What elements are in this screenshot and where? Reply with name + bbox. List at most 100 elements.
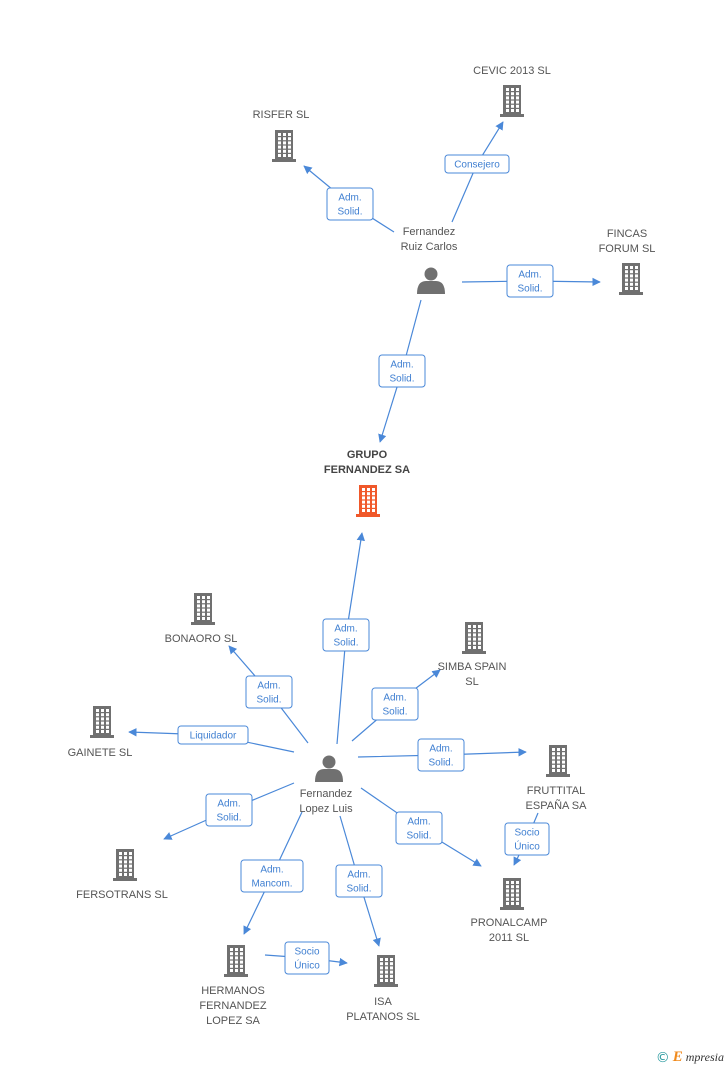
edge-label-box <box>444 154 510 174</box>
edge-label-ruiz-to-grupo[interactable]: Adm.Solid. <box>378 354 426 388</box>
edge-label-text: Solid. <box>337 207 362 218</box>
node-label: PLATANOS SL <box>346 1011 420 1023</box>
edge-label-text: Consejero <box>454 160 500 171</box>
edge-label-box <box>378 354 426 388</box>
edge-label-box <box>245 675 293 709</box>
building-icon <box>500 85 524 117</box>
building-icon <box>619 263 643 295</box>
node-label: Fernandez <box>403 226 456 238</box>
edge-label-text: Solid. <box>333 638 358 649</box>
node-label: FERNANDEZ <box>199 1000 267 1012</box>
node-label: FERSOTRANS SL <box>76 889 168 901</box>
building-icon <box>272 130 296 162</box>
person-icon <box>315 755 343 782</box>
edge-label-lopez-to-isa[interactable]: Adm.Solid. <box>335 864 383 898</box>
node-label: ISA <box>374 996 392 1008</box>
node-gainete[interactable]: GAINETE SL <box>68 706 133 759</box>
node-bonaoro[interactable]: BONAORO SL <box>165 593 238 645</box>
edge-label-text: Solid. <box>428 758 453 769</box>
edge-label-text: Solid. <box>382 707 407 718</box>
building-icon <box>113 849 137 881</box>
edge-label-text: Adm. <box>429 744 452 755</box>
node-label: SL <box>465 676 478 688</box>
edge-label-text: Único <box>514 840 540 853</box>
edge-label-text: Adm. <box>338 193 361 204</box>
edge-label-ruiz-to-cevic[interactable]: Consejero <box>444 154 510 174</box>
brand-logo-initial: E <box>672 1049 683 1065</box>
node-label: Ruiz Carlos <box>401 241 458 253</box>
node-isa[interactable]: ISA PLATANOS SL <box>346 955 420 1023</box>
building-icon <box>356 485 380 517</box>
edge-label-box <box>284 941 330 975</box>
node-label: SIMBA SPAIN <box>438 661 507 673</box>
node-fincas[interactable]: FINCAS FORUM SL <box>599 228 656 295</box>
node-label: HERMANOS <box>201 985 265 997</box>
edge-label-box <box>371 687 419 721</box>
node-label: GAINETE SL <box>68 747 133 759</box>
edge-label-box <box>177 725 249 745</box>
edge-label-text: Liquidador <box>190 731 237 742</box>
node-label: Fernandez <box>300 788 353 800</box>
node-cevic[interactable]: CEVIC 2013 SL <box>473 65 551 117</box>
edge-label-lopez-to-gainete[interactable]: Liquidador <box>177 725 249 745</box>
edge-label-text: Solid. <box>517 284 542 295</box>
edge-label-text: Solid. <box>346 884 371 895</box>
edge-label-text: Adm. <box>217 799 240 810</box>
edge-label-box <box>395 811 443 845</box>
node-label: CEVIC 2013 SL <box>473 65 551 77</box>
node-fersotrans[interactable]: FERSOTRANS SL <box>76 849 168 901</box>
building-icon <box>90 706 114 738</box>
node-label: 2011 SL <box>489 932 529 944</box>
node-label: FORUM SL <box>599 243 656 255</box>
building-icon <box>224 945 248 977</box>
edge-label-text: Socio <box>514 828 539 839</box>
edge-label-lopez-to-pronalcamp[interactable]: Adm. Solid. <box>395 811 443 845</box>
edge-label-text: Adm. <box>390 360 413 371</box>
edge-label-box <box>326 187 374 221</box>
building-icon <box>374 955 398 987</box>
edge-label-box <box>504 822 550 856</box>
edge-label-text: Socio <box>294 947 319 958</box>
node-label: GRUPO <box>347 449 388 461</box>
edge-label-lopez-to-fruttital[interactable]: Adm. Solid. <box>417 738 465 772</box>
edge-label-text: Adm. <box>260 865 283 876</box>
edge-label-lopez-to-fersotrans[interactable]: Adm. Solid. <box>205 793 253 827</box>
edge-label-text: Solid. <box>216 813 241 824</box>
node-risfer[interactable]: RISFER SL <box>253 109 310 162</box>
edge-label-text: Solid. <box>406 831 431 842</box>
node-label: RISFER SL <box>253 109 310 121</box>
node-label: FINCAS <box>607 228 647 240</box>
building-icon <box>462 622 486 654</box>
node-label: Lopez Luis <box>299 803 353 815</box>
person-icon <box>417 267 445 294</box>
edge-label-text: Adm. <box>407 817 430 828</box>
node-label: FERNANDEZ SA <box>324 464 410 476</box>
node-label: PRONALCAMP <box>470 917 547 929</box>
edge-label-text: Adm. <box>383 693 406 704</box>
edge-label-box <box>322 618 370 652</box>
edge-label-box <box>335 864 383 898</box>
edge-label-lopez-to-grupo[interactable]: Adm. Solid. <box>322 618 370 652</box>
edge-label-text: Único <box>294 959 320 972</box>
node-label: BONAORO SL <box>165 633 238 645</box>
edge-label-text: Adm. <box>257 681 280 692</box>
node-grupo[interactable]: GRUPO FERNANDEZ SA <box>324 449 410 517</box>
node-simba[interactable]: SIMBA SPAIN SL <box>438 622 507 688</box>
edge-label-ruiz-to-risfer[interactable]: Adm. Solid. <box>326 187 374 221</box>
node-label: ESPAÑA SA <box>526 799 588 812</box>
building-icon <box>191 593 215 625</box>
edge-label-lopez-to-simba[interactable]: Adm. Solid. <box>371 687 419 721</box>
edge-label-text: Adm. <box>334 624 357 635</box>
edge-label-ruiz-to-fincas[interactable]: Adm.Solid. <box>506 264 554 298</box>
edge-label-lopez-to-hermanos[interactable]: Adm.Mancom. <box>240 859 304 893</box>
node-pronalcamp[interactable]: PRONALCAMP 2011 SL <box>470 878 548 944</box>
edge-label-box <box>417 738 465 772</box>
edge-label-lopez-to-bonaoro[interactable]: Adm.Solid. <box>245 675 293 709</box>
